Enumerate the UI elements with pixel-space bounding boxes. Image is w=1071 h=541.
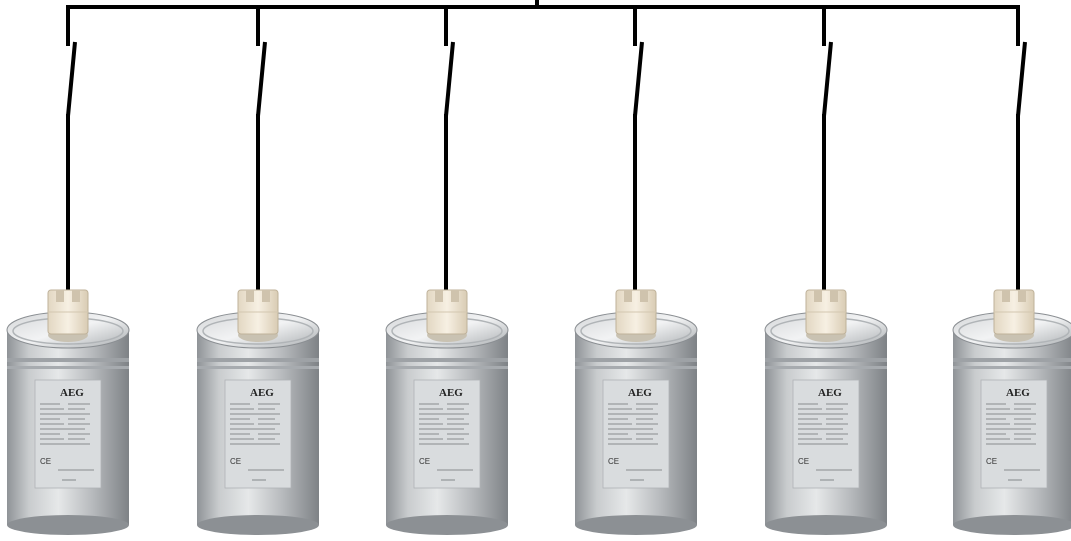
terminal-screw-slot	[640, 290, 648, 302]
bus-bar	[66, 0, 1020, 9]
brand-text: AEG	[250, 387, 274, 399]
terminal-screw-slot	[451, 290, 459, 302]
brand-text: AEG	[60, 387, 84, 399]
capacitor-label: AEG CE	[414, 380, 480, 488]
brand-text: AEG	[628, 387, 652, 399]
capacitor: AEG CE	[575, 290, 697, 535]
capacitor-label: AEG CE	[603, 380, 669, 488]
capacitor-rim	[765, 358, 887, 362]
capacitor-label: AEG CE	[793, 380, 859, 488]
capacitor-can-bottom	[765, 515, 887, 535]
terminal-screw-slot	[830, 290, 838, 302]
terminal-screw-slot	[56, 290, 64, 302]
capacitor: AEG CE	[197, 290, 319, 535]
capacitor-label: AEG CE	[35, 380, 101, 488]
switch-blade	[1018, 42, 1025, 116]
terminal-screw-slot	[624, 290, 632, 302]
capacitor-rim	[7, 358, 129, 362]
capacitor-rim	[386, 366, 508, 369]
ce-mark: CE	[986, 457, 997, 466]
capacitor: AEG CE	[386, 290, 508, 535]
capacitor-rim	[197, 366, 319, 369]
capacitor-can-bottom	[7, 515, 129, 535]
switch-blade	[635, 42, 642, 116]
capacitor-branch: AEG CE	[386, 7, 508, 535]
terminal-screw-slot	[72, 290, 80, 302]
terminal-screw-slot	[1002, 290, 1010, 302]
ce-mark: CE	[419, 457, 430, 466]
terminal-block	[48, 290, 88, 342]
capacitor-rim	[953, 366, 1071, 369]
terminal-block	[616, 290, 656, 342]
capacitor-rim	[7, 366, 129, 369]
switch-blade	[258, 42, 265, 116]
capacitor-branch: AEG CE	[7, 7, 129, 535]
terminal-block	[994, 290, 1034, 342]
capacitor-rim	[197, 358, 319, 362]
brand-text: AEG	[439, 387, 463, 399]
capacitor-rim	[386, 358, 508, 362]
capacitor-branch: AEG CE	[953, 7, 1071, 535]
terminal-block	[427, 290, 467, 342]
switch-blade	[68, 42, 75, 116]
capacitor-rim	[575, 366, 697, 369]
capacitor: AEG CE	[7, 290, 129, 535]
ce-mark: CE	[40, 457, 51, 466]
capacitor-rim	[765, 366, 887, 369]
terminal-screw-slot	[814, 290, 822, 302]
capacitor-branch: AEG CE	[575, 7, 697, 535]
capacitor-label: AEG CE	[225, 380, 291, 488]
terminal-screw-slot	[435, 290, 443, 302]
switch-blade	[446, 42, 453, 116]
capacitor-branch: AEG CE	[197, 7, 319, 535]
terminal-block	[238, 290, 278, 342]
capacitor-rim	[953, 358, 1071, 362]
capacitor-branches: AEG CE AEG CE AEG CE AEG CE AEG CE AEG CE	[7, 7, 1071, 535]
ce-mark: CE	[230, 457, 241, 466]
capacitor-can-bottom	[575, 515, 697, 535]
terminal-screw-slot	[246, 290, 254, 302]
capacitor-can-bottom	[953, 515, 1071, 535]
capacitor: AEG CE	[953, 290, 1071, 535]
capacitor-rim	[575, 358, 697, 362]
terminal-screw-slot	[1018, 290, 1026, 302]
capacitor-can-bottom	[197, 515, 319, 535]
capacitor-label: AEG CE	[981, 380, 1047, 488]
capacitor-branch: AEG CE	[765, 7, 887, 535]
capacitor: AEG CE	[765, 290, 887, 535]
terminal-block	[806, 290, 846, 342]
ce-mark: CE	[608, 457, 619, 466]
switch-blade	[824, 42, 831, 116]
terminal-screw-slot	[262, 290, 270, 302]
capacitor-can-bottom	[386, 515, 508, 535]
ce-mark: CE	[798, 457, 809, 466]
brand-text: AEG	[1006, 387, 1030, 399]
brand-text: AEG	[818, 387, 842, 399]
